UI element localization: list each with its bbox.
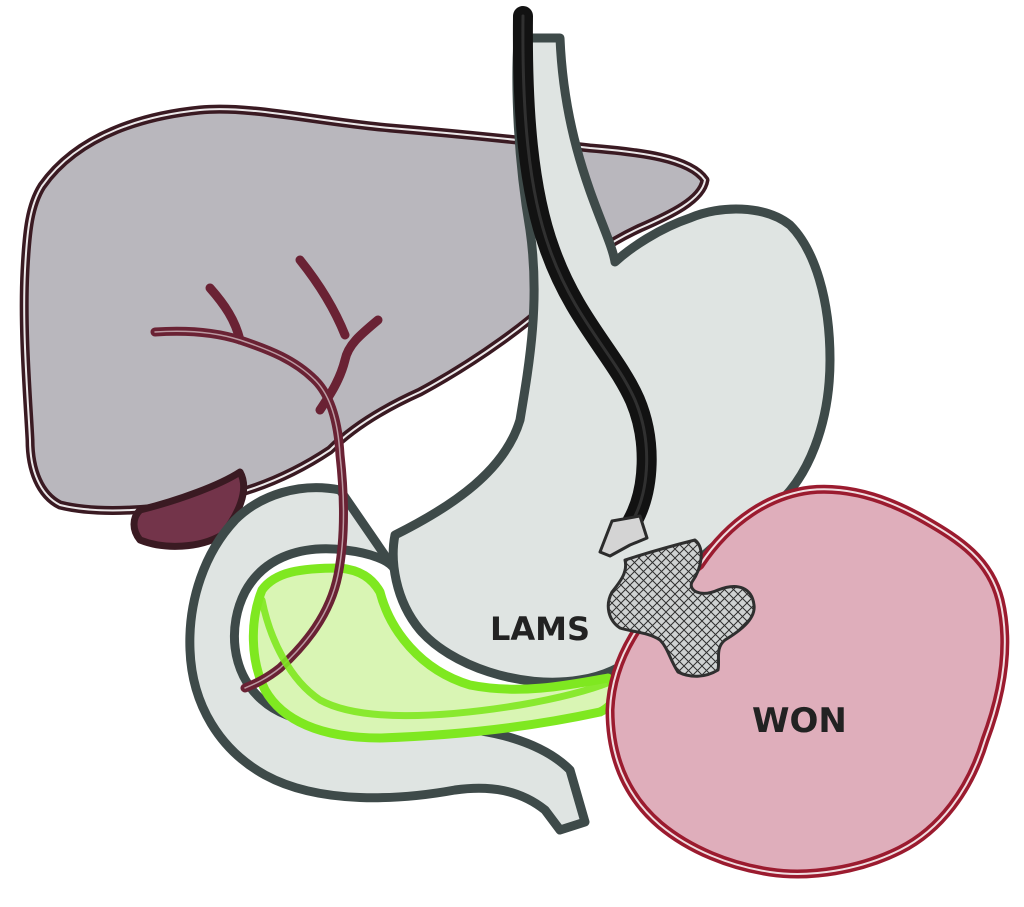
won-collection-highlight: [608, 488, 1006, 875]
duodenum: [185, 483, 590, 835]
stent-mesh-icon: [606, 538, 756, 678]
bile-duct-branch-top: [295, 255, 350, 340]
label-won: WON: [752, 701, 847, 741]
endoscope-sheen: [521, 14, 649, 524]
bile-duct-highlight: [154, 330, 345, 689]
endoscope-tip-icon: [598, 514, 649, 558]
endoscope: [512, 6, 657, 558]
label-lams: LAMS: [490, 610, 590, 648]
bile-duct-branch-upper: [205, 283, 245, 345]
pancreatic-duct: [258, 596, 614, 720]
